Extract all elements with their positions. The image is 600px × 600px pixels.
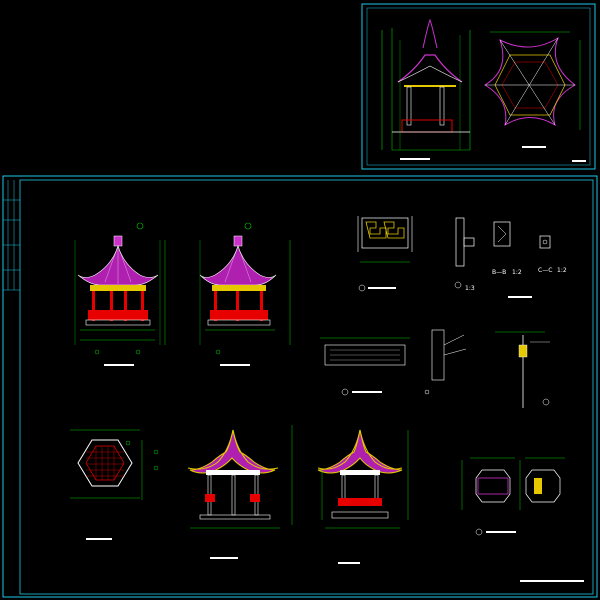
sheet-main-title-strip bbox=[3, 180, 20, 291]
section-c-scale: 1:2 bbox=[557, 267, 567, 274]
detail-bench bbox=[320, 337, 410, 396]
title-note bbox=[520, 580, 584, 582]
elevation-2 bbox=[199, 222, 291, 366]
detail-a: 1:3 bbox=[454, 217, 475, 292]
floor-plan bbox=[70, 429, 159, 540]
section-c-label: C—C bbox=[538, 267, 552, 274]
detail-lattice-panel bbox=[357, 216, 413, 292]
sheet-top-right-border bbox=[361, 3, 596, 170]
section-c: C—C 1:2 bbox=[508, 235, 567, 298]
sheet-main-border bbox=[2, 175, 598, 598]
sheet-main: 1:3 B—B 1:2 C—C 1:2 bbox=[2, 175, 598, 598]
section-2-2 bbox=[187, 425, 293, 559]
small-pavilion-section bbox=[381, 18, 471, 160]
detail-3 bbox=[495, 331, 550, 408]
small-roof-plan bbox=[484, 31, 586, 162]
sheet-top-right bbox=[361, 3, 596, 170]
detail-connection bbox=[424, 329, 467, 395]
lantern-detail bbox=[461, 457, 565, 536]
section-b-label: B—B bbox=[492, 269, 506, 276]
sheet-main-inner-border bbox=[19, 179, 594, 595]
section-b-scale: 1:2 bbox=[512, 269, 522, 276]
section-b: B—B 1:2 bbox=[492, 221, 522, 276]
detail-a-scale-label: 1:3 bbox=[465, 285, 475, 292]
elevation-1 bbox=[74, 222, 166, 366]
sheet-top-right-inner-border bbox=[366, 7, 591, 166]
section-1-1 bbox=[317, 429, 409, 564]
